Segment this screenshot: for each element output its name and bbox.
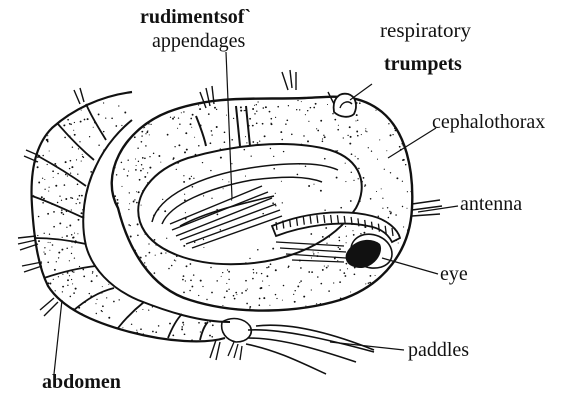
label-respiratory-line2: trumpets xyxy=(384,54,462,74)
pointer-cephalothorax xyxy=(388,128,436,158)
antenna-bristles xyxy=(412,200,442,216)
pointer-respiratory-trumpets xyxy=(350,84,372,100)
pointer-paddles xyxy=(330,342,404,350)
collar-band xyxy=(196,106,250,146)
label-paddles: paddles xyxy=(408,340,469,360)
respiratory-trumpet-shape xyxy=(334,94,356,117)
paddle-bristles xyxy=(228,342,242,360)
paddles-shape xyxy=(222,319,374,374)
label-antenna: antenna xyxy=(460,194,522,214)
label-abdomen: abdomen xyxy=(42,372,121,392)
dorsal-bristles xyxy=(200,70,334,108)
label-eye: eye xyxy=(440,264,468,284)
label-cephalothorax: cephalothorax xyxy=(432,112,545,132)
pointer-abdomen xyxy=(54,300,62,374)
label-respiratory-line1: respiratory xyxy=(380,20,471,41)
label-rudiments-line1: rudimentsof` xyxy=(140,7,251,27)
label-rudiments-line2: appendages xyxy=(152,31,245,51)
